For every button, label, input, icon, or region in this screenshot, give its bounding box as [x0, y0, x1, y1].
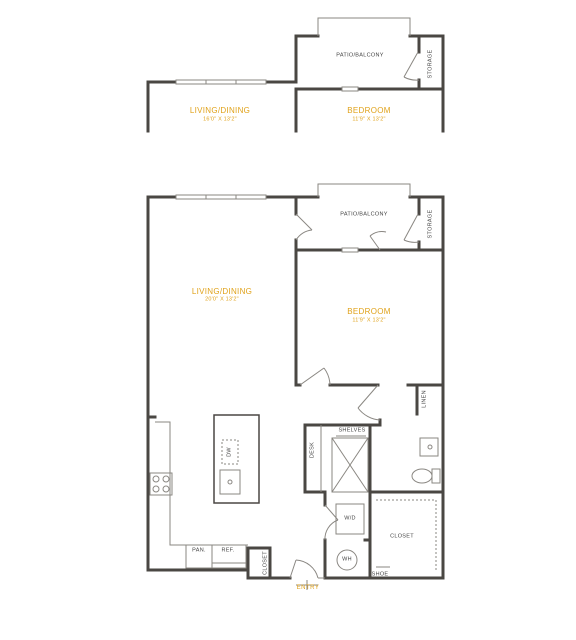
bedroom-name: BEDROOM	[347, 307, 391, 316]
plan-details	[149, 17, 441, 590]
alt-living-dim: 16'0" X 13'2"	[203, 116, 237, 123]
closet-label: CLOSET	[390, 533, 414, 540]
alt-patio-label: PATIO/BALCONY	[336, 52, 384, 59]
bedroom-dim: 11'9" X 13'2"	[352, 317, 386, 324]
alt-bedroom-dim: 11'9" X 13'2"	[352, 116, 386, 123]
water-heater-label: WH	[342, 556, 352, 563]
desk-label: DESK	[309, 441, 316, 459]
alt-bedroom-name: BEDROOM	[347, 106, 391, 115]
dishwasher-label: DW	[226, 447, 233, 457]
alt-living-name: LIVING/DINING	[189, 106, 251, 115]
patio-label: PATIO/BALCONY	[340, 211, 388, 218]
linen-label: LINEN	[421, 390, 428, 408]
pantry-label: PAN.	[192, 547, 206, 554]
refrigerator-label: REF.	[221, 547, 235, 554]
shelves-label: SHELVES	[338, 427, 366, 434]
living-name: LIVING/DINING	[191, 287, 253, 296]
alt-plan-walls	[146, 34, 445, 133]
storage-label: STORAGE	[427, 209, 434, 239]
washer-dryer-label: W/D	[344, 515, 356, 522]
alt-storage-label: STORAGE	[427, 49, 434, 79]
shoe-label: SHOE	[371, 571, 389, 578]
main-plan-walls	[146, 195, 445, 580]
living-dim: 20'0" X 13'2"	[205, 296, 239, 303]
entry-closet-label: CLOSET	[262, 551, 269, 575]
entry-label: ENTRY	[296, 585, 320, 591]
